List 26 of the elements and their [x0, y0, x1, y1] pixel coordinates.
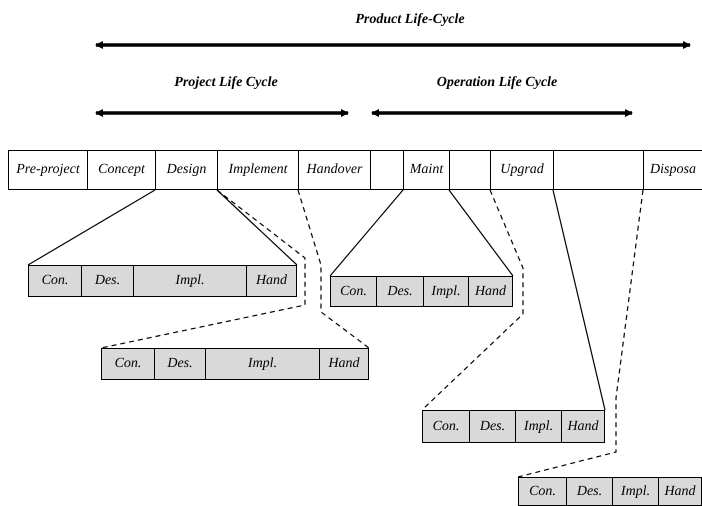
dashed-line [422, 190, 524, 410]
connector-line [216, 190, 298, 266]
phase-cell: Disposa [643, 150, 702, 190]
dashed-line [100, 190, 306, 349]
connector-line [330, 190, 404, 276]
phase-cell: Implement [217, 150, 299, 190]
empty-cell [370, 150, 404, 190]
phase-bar [518, 477, 702, 506]
phase-bar [422, 410, 605, 443]
phase-cell: Upgrad [490, 150, 554, 190]
connector-line [448, 190, 514, 276]
phase-cell: Handover [298, 150, 371, 190]
phase-bar [28, 265, 297, 297]
span-label: Operation Life Cycle [436, 75, 558, 91]
dashed-line [518, 190, 644, 478]
span-label: Product Life-Cycle [355, 12, 465, 28]
connector-line [552, 190, 606, 410]
phase-cell: Maint [403, 150, 450, 190]
phase-cell: Design [155, 150, 218, 190]
span-label: Project Life Cycle [174, 75, 278, 91]
dashed-line [297, 190, 370, 348]
phase-cell: Pre-project [8, 150, 88, 190]
phase-bar [101, 348, 369, 380]
phase-bar [330, 276, 513, 307]
connector-line [28, 189, 156, 266]
phase-cell: Concept [87, 150, 156, 190]
